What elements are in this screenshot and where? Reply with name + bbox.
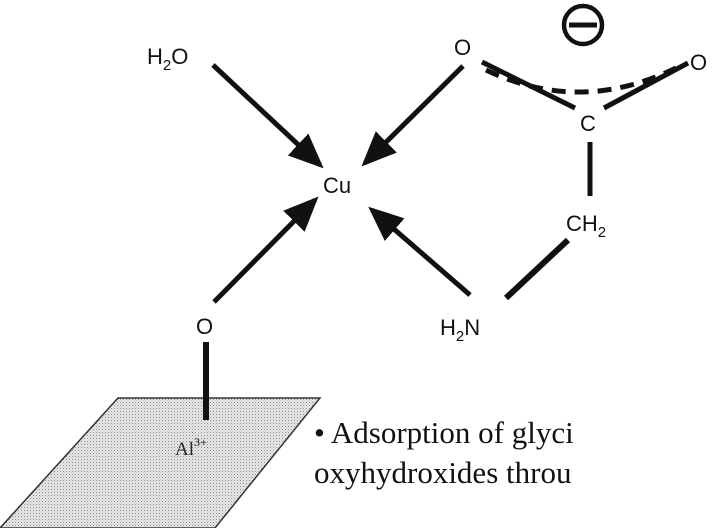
- amine-label: H2N: [440, 315, 480, 345]
- alumina-surface: [0, 397, 322, 528]
- o-c-bond-left: [480, 59, 577, 111]
- carboxyl-cu-arrow: [361, 64, 465, 167]
- water-label: H2O: [147, 44, 188, 74]
- carboxyl-o-left-label: O: [454, 35, 471, 60]
- aluminum-label: Al3+: [175, 435, 207, 460]
- surface-o-label: O: [196, 314, 213, 339]
- caption-line-2: oxyhydroxides throu: [314, 455, 572, 490]
- negative-charge-icon: [561, 3, 605, 47]
- ch2-n-bond: [503, 237, 571, 301]
- carbon-label: C: [580, 111, 596, 136]
- carboxyl-o-right-label: O: [690, 50, 707, 75]
- amine-cu-arrow: [368, 206, 472, 297]
- copper-label: Cu: [323, 173, 351, 198]
- delocalized-bond: [484, 65, 678, 95]
- surface-o-cu-arrow: [212, 196, 319, 304]
- caption-line-1: • Adsorption of glyci: [314, 415, 574, 450]
- water-cu-arrow: [211, 63, 324, 169]
- methylene-label: CH2: [566, 211, 606, 241]
- caption-text: • Adsorption of glyci oxyhydroxides thro…: [314, 413, 716, 493]
